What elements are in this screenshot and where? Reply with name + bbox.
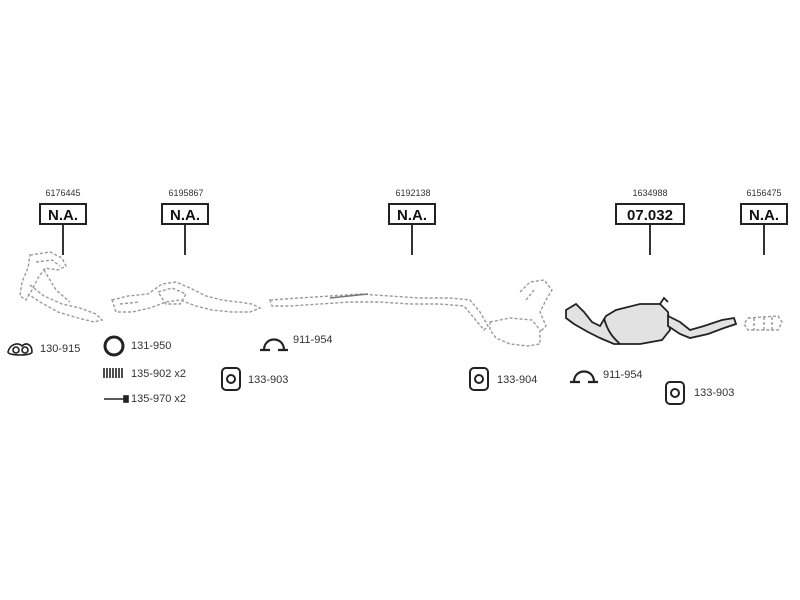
middle-pipe-part xyxy=(269,279,553,347)
gasket-icon xyxy=(7,343,33,356)
callout-code-box: N.A. xyxy=(388,203,436,225)
rubber-hanger-label: 133-904 xyxy=(497,374,538,386)
rear-muffler-part xyxy=(565,296,738,345)
spring-icon xyxy=(103,368,123,378)
bolt-icon xyxy=(104,395,129,403)
pipe-clamp-icon xyxy=(570,370,598,384)
callout-stem xyxy=(411,225,413,255)
front-pipe-part xyxy=(19,251,104,323)
callout-part-number: 6192138 xyxy=(395,188,431,198)
gasket-label: 130-915 xyxy=(40,343,81,355)
sealing-ring-label: 131-950 xyxy=(131,340,172,352)
pipe-clamp-icon xyxy=(260,338,288,352)
rubber-hanger-label: 133-903 xyxy=(248,374,289,386)
tail-pipe-part xyxy=(743,315,783,331)
callout-stem xyxy=(649,225,651,255)
sealing-ring-icon xyxy=(103,335,125,357)
bolt-label: 135-970 x2 xyxy=(131,393,187,405)
callout-code-box: N.A. xyxy=(161,203,209,225)
callout-part-number: 6156475 xyxy=(746,188,782,198)
rubber-hanger-icon xyxy=(665,381,685,405)
rubber-hanger-icon xyxy=(469,367,489,391)
pipe-clamp-label: 911-954 xyxy=(603,369,643,381)
spring-label: 135-902 x2 xyxy=(131,368,187,380)
callout-part-number: 6176445 xyxy=(45,188,81,198)
callout-stem xyxy=(62,225,64,255)
callout-code-box: N.A. xyxy=(740,203,788,225)
rubber-hanger-icon xyxy=(221,367,241,391)
pipe-clamp-label: 911-954 xyxy=(293,334,333,346)
rubber-hanger-label: 133-903 xyxy=(694,387,735,399)
callout-code-box: N.A. xyxy=(39,203,87,225)
callout-part-number: 6195867 xyxy=(168,188,204,198)
callout-code-box: 07.032 xyxy=(615,203,685,225)
catalyst-part xyxy=(111,281,262,313)
callout-part-number: 1634988 xyxy=(632,188,668,198)
callout-stem xyxy=(763,225,765,255)
callout-stem xyxy=(184,225,186,255)
